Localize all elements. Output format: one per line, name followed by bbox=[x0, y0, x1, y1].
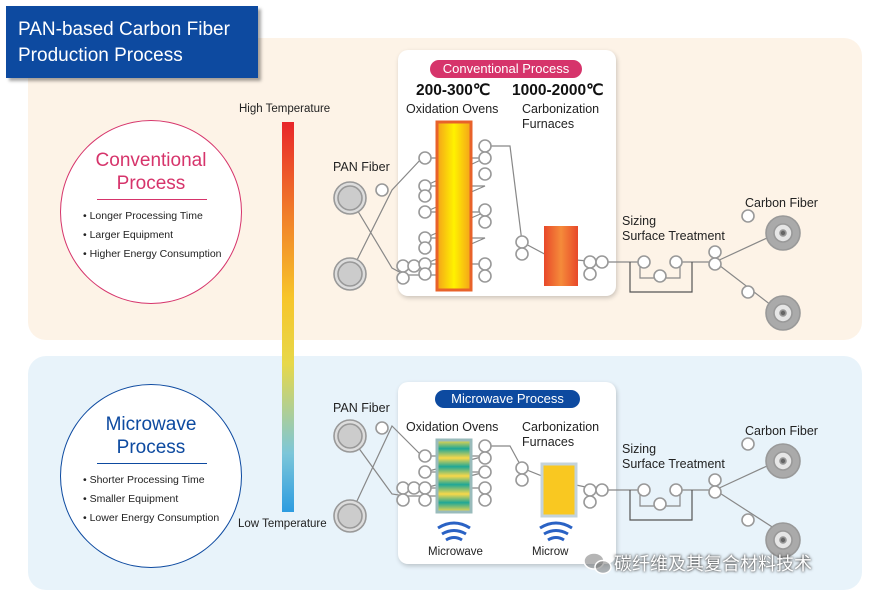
carbon-fiber-label: Carbon Fiber bbox=[745, 424, 818, 438]
sizing-bath bbox=[629, 490, 693, 521]
microwave-equipment-card bbox=[398, 382, 616, 564]
high-temperature-label: High Temperature bbox=[239, 103, 331, 115]
sizing-label: Sizing bbox=[622, 214, 657, 228]
furnace-temperature: 1000-2000℃ bbox=[512, 82, 604, 99]
carbon-fiber-label: Carbon Fiber bbox=[745, 196, 818, 210]
conventional-equipment-card bbox=[398, 50, 616, 296]
sizing-bath bbox=[629, 262, 693, 293]
microwave-title-2: Process bbox=[116, 437, 186, 458]
oven-label: Oxidation Ovens bbox=[406, 102, 499, 116]
bullet-item: • Smaller Equipment bbox=[83, 493, 179, 505]
microwave-summary-circle: Microwave Process • Shorter Processing T… bbox=[60, 384, 242, 568]
microwave-carbonization-furnace bbox=[540, 462, 578, 518]
furnace-label-1: Carbonization bbox=[522, 102, 600, 116]
surface-treatment-label: Surface Treatment bbox=[622, 457, 725, 471]
bullet-item: • Higher Energy Consumption bbox=[83, 248, 222, 260]
oxidation-oven bbox=[435, 120, 473, 292]
microwave-label-1: Microwave bbox=[428, 546, 483, 558]
microwave-oxidation-oven bbox=[435, 438, 473, 514]
temperature-gradient-bar bbox=[282, 122, 294, 512]
divider bbox=[97, 463, 207, 464]
microwave-title-1: Microwave bbox=[105, 414, 197, 435]
watermark: 碳纤维及其复合材料技术 bbox=[614, 554, 812, 575]
title-line-1: PAN-based Carbon Fiber bbox=[18, 19, 230, 40]
carbonization-furnace bbox=[544, 226, 578, 286]
conventional-bullets: • Longer Processing Time • Larger Equipm… bbox=[83, 207, 222, 264]
bullet-item: • Longer Processing Time bbox=[83, 210, 203, 222]
conventional-summary-circle: Conventional Process • Longer Processing… bbox=[60, 120, 242, 304]
bullet-item: • Shorter Processing Time bbox=[83, 474, 205, 486]
conventional-title-2: Process bbox=[116, 173, 186, 194]
microwave-label-2: Microw bbox=[532, 546, 569, 558]
rollers bbox=[333, 139, 801, 331]
microwave-wave-icon bbox=[437, 521, 573, 542]
sizing-label: Sizing bbox=[622, 442, 657, 456]
wechat-logo-icon bbox=[583, 552, 612, 575]
pan-fiber-label: PAN Fiber bbox=[333, 160, 390, 174]
furnace-label-2: Furnaces bbox=[522, 117, 575, 131]
bullet-item: • Larger Equipment bbox=[83, 229, 174, 241]
bullet-item: • Lower Energy Consumption bbox=[83, 512, 220, 524]
furnace-label-1: Carbonization bbox=[522, 420, 600, 434]
pan-fiber-label: PAN Fiber bbox=[333, 401, 390, 415]
microwave-bullets: • Shorter Processing Time • Smaller Equi… bbox=[83, 471, 219, 528]
microwave-process-badge: Microwave Process bbox=[435, 390, 580, 408]
conventional-title-1: Conventional bbox=[95, 150, 207, 171]
low-temperature-label: Low Temperature bbox=[238, 518, 327, 530]
conventional-process-badge: Conventional Process bbox=[430, 60, 582, 78]
page-title: PAN-based Carbon Fiber Production Proces… bbox=[6, 6, 258, 78]
oven-label: Oxidation Ovens bbox=[406, 420, 499, 434]
furnace-label-2: Furnaces bbox=[522, 435, 575, 449]
title-line-2: Production Process bbox=[18, 45, 183, 66]
divider bbox=[97, 199, 207, 200]
rollers bbox=[333, 419, 801, 558]
surface-treatment-label: Surface Treatment bbox=[622, 229, 725, 243]
oven-temperature: 200-300℃ bbox=[416, 82, 491, 99]
